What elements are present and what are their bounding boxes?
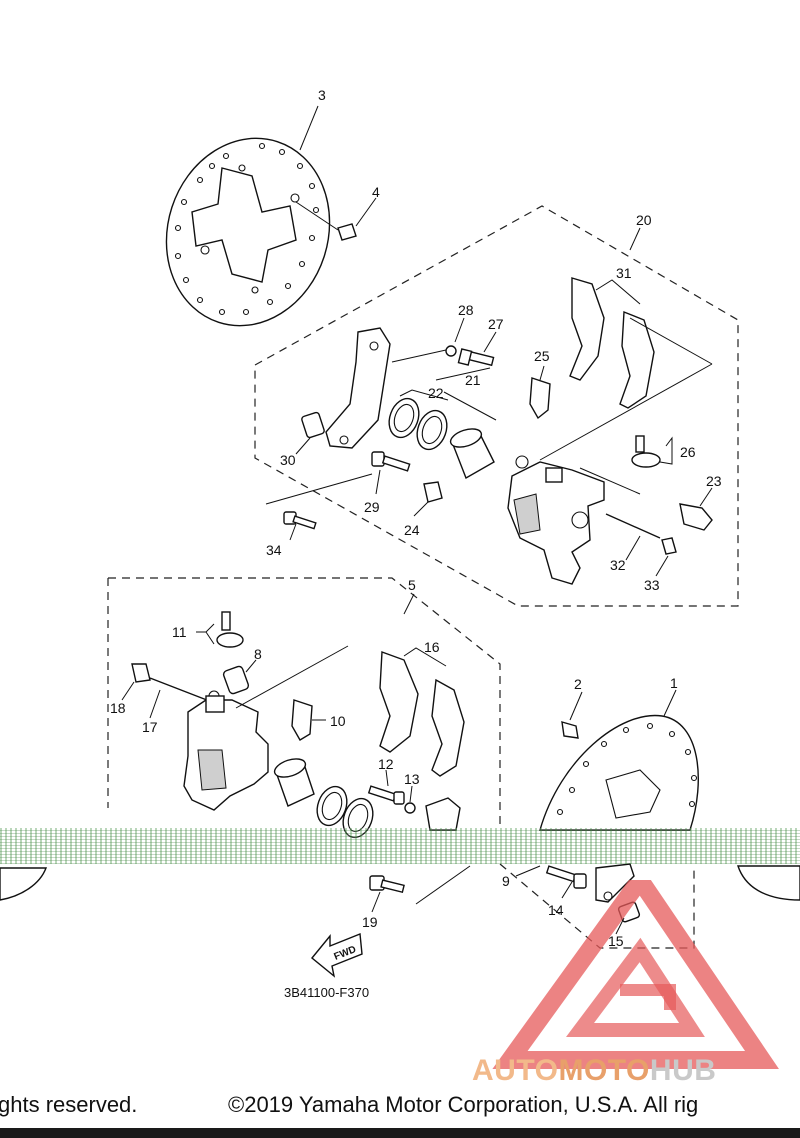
callout-23: 23 [706,473,722,489]
cap-24 [423,481,443,503]
callout-21: 21 [465,372,481,388]
fwd-arrow: FWD [311,933,363,978]
callout-5: 5 [408,577,416,593]
sleeve-8 [222,665,250,695]
watermark-part3: HUB [649,1054,717,1087]
copyright-right: ©2019 Yamaha Motor Corporation, U.S.A. A… [228,1092,699,1117]
bleed-screw-26 [631,435,661,468]
bolt-29 [371,451,411,472]
callout-33: 33 [644,577,660,593]
partial-disc-right [737,865,800,901]
bleed-screw-11 [216,611,244,648]
copyright-footer: ghts reserved. ©2019 Yamaha Motor Corpor… [0,1088,800,1124]
copyright-left: ghts reserved. [0,1092,138,1117]
disc-bolt-4 [295,201,357,241]
front-piston [273,758,315,807]
spring-33 [661,537,677,555]
callout-2: 2 [574,676,582,692]
callout-10: 10 [330,713,346,729]
boot-18 [131,663,151,683]
diagram-code: 3B41100-F370 [284,985,369,1000]
rear-pads-31 [569,277,655,409]
pad-spring-25 [529,377,551,420]
watermark-text: AUTOMOTOHUB [472,1054,716,1088]
washer-13 [404,802,416,814]
callout-29: 29 [364,499,380,515]
slide-pin-32 [605,513,661,539]
pin-27 [457,348,495,367]
front-caliper-assembly-outline [107,577,501,828]
callout-9: 9 [502,873,510,889]
callout-11: 11 [172,624,187,640]
bolt-12 [367,785,405,805]
front-brake-disc-1 [539,714,699,831]
callout-22: 22 [428,385,444,401]
callout-24: 24 [404,522,420,538]
sleeve-30 [301,411,325,439]
callout-28: 28 [458,302,474,318]
callout-25: 25 [534,348,550,364]
callout-19: 19 [362,914,378,930]
front-caliper-body [183,690,269,811]
callout-16: 16 [424,639,440,655]
rear-caliper-assembly-outline [254,205,739,607]
watermark-part1: AUTO [472,1054,559,1087]
boot-23 [679,503,713,531]
bolt-19 [369,875,405,894]
slide-pin-17 [149,677,213,703]
rear-disc-holes [174,142,320,316]
bottom-edge-band [0,1128,800,1138]
callout-1: 1 [670,675,678,691]
washer-28 [445,345,457,357]
callout-30: 30 [280,452,296,468]
bolt-34 [283,511,317,530]
callout-13: 13 [404,771,420,787]
callout-27: 27 [488,316,504,332]
watermark-part2: MOTO [558,1054,650,1087]
callout-32: 32 [610,557,626,573]
pad-spring-10 [291,699,313,741]
callout-20: 20 [636,212,652,228]
callout-12: 12 [378,756,394,772]
front-pads-16 [379,651,465,777]
callout-17: 17 [142,719,158,735]
front-piston-seals [316,785,374,839]
front-bracket [595,863,635,903]
sleeve-15 [617,901,641,923]
callout-26: 26 [680,444,696,460]
callout-15: 15 [608,933,624,949]
callout-14: 14 [548,902,564,918]
callout-18: 18 [110,700,126,716]
rear-piston [449,428,495,480]
caliper-bracket [325,327,391,449]
piston-seals-22 [388,397,448,451]
disc-bolt-2 [561,721,579,739]
front-bracket-top [425,797,461,831]
callout-8: 8 [254,646,262,662]
callout-31: 31 [616,265,632,281]
rear-caliper-body [507,455,605,585]
bolt-14 [545,865,587,889]
rear-brake-disc-3 [165,137,331,327]
callout-4: 4 [372,184,380,200]
callout-3: 3 [318,87,326,103]
callout-34: 34 [266,542,282,558]
partial-disc-left [0,867,48,901]
